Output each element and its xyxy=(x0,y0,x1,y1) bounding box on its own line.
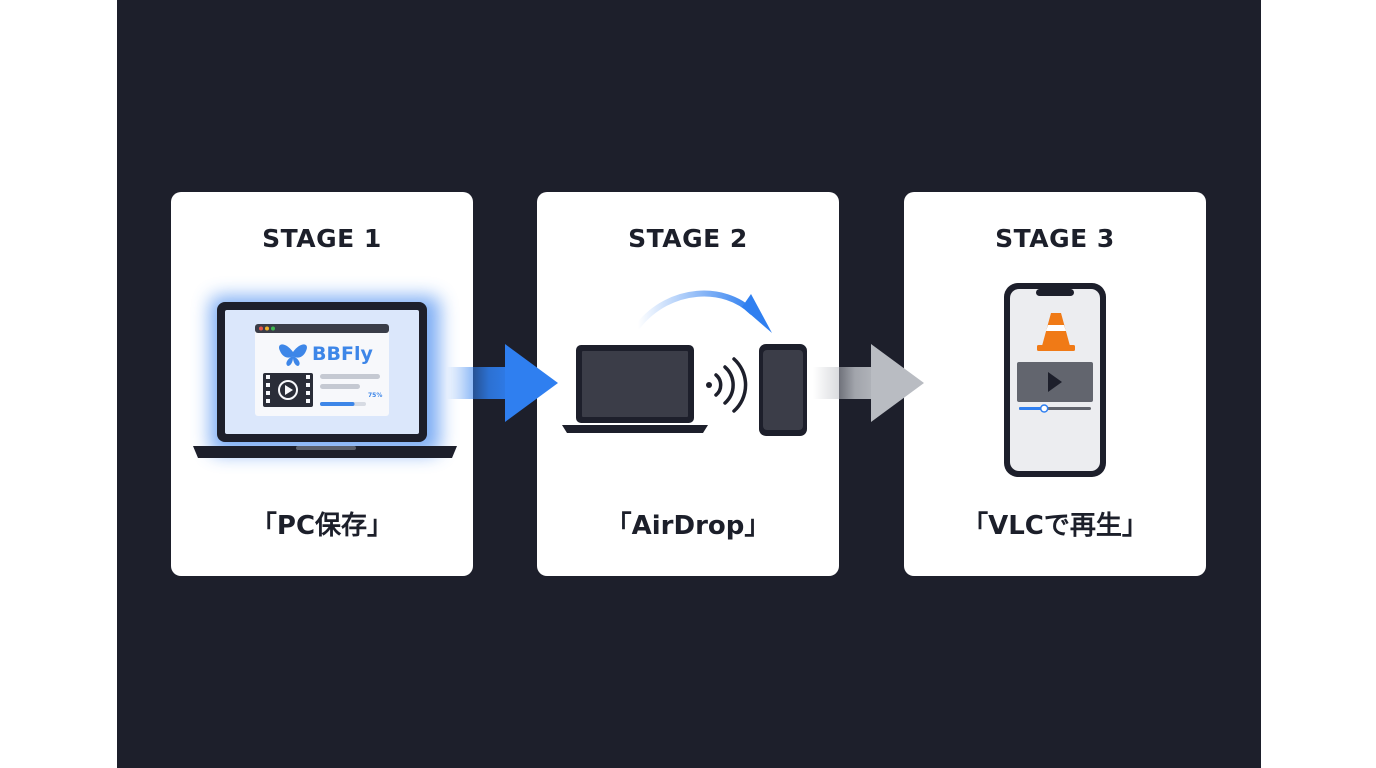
stage-2-title: STAGE 2 xyxy=(628,224,748,253)
video-player xyxy=(1017,362,1093,413)
app-name: BBFly xyxy=(312,343,373,365)
stage-1-title: STAGE 1 xyxy=(262,224,382,253)
play-icon xyxy=(285,385,293,395)
stage-3-caption: 「VLCで再生」 xyxy=(962,511,1148,541)
play-icon xyxy=(1048,372,1062,392)
stage-2-caption: 「AirDrop」 xyxy=(605,511,771,541)
text-line xyxy=(320,374,380,379)
curved-arrow-icon xyxy=(635,290,772,333)
smartphone-icon xyxy=(759,344,807,436)
laptop-icon xyxy=(562,345,708,433)
butterfly-logo-icon xyxy=(279,344,307,366)
stage-3-title: STAGE 3 xyxy=(995,224,1115,253)
video-progress-fill xyxy=(1019,407,1045,410)
arrow-right-icon xyxy=(813,344,924,422)
progress-fill xyxy=(320,402,355,406)
text-line xyxy=(320,384,360,389)
arrow-right-icon xyxy=(447,344,558,422)
vlc-cone-icon xyxy=(1037,313,1075,351)
video-progress-knob xyxy=(1039,404,1049,413)
wireless-signal-icon xyxy=(706,357,748,413)
stage-1-caption: 「PC保存」 xyxy=(250,511,394,541)
film-strip-icon xyxy=(263,373,313,407)
progress-label: 75% xyxy=(368,392,383,399)
